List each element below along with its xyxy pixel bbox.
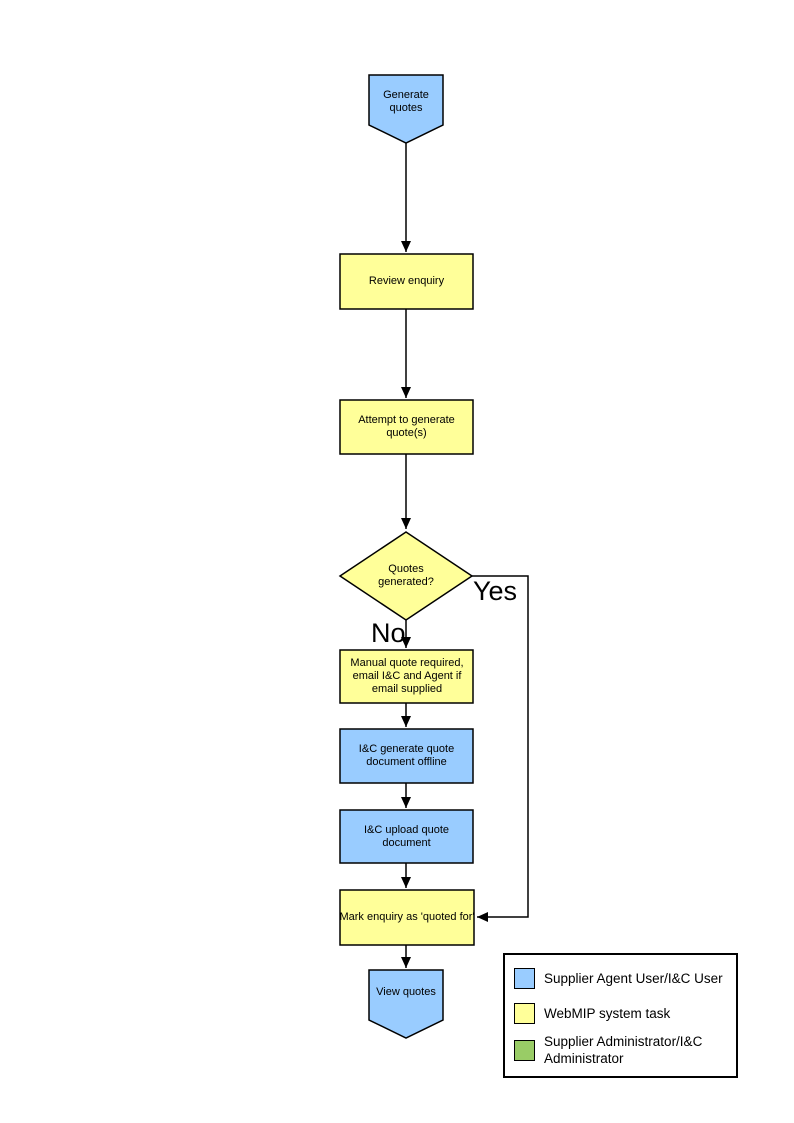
review-enquiry-node — [339, 253, 474, 310]
generate-offline-label: I&C generate quote document offline — [358, 743, 455, 768]
legend-label-system-task: WebMIP system task — [544, 1006, 671, 1021]
legend-item-system-task: WebMIP system task — [514, 1003, 729, 1024]
attempt-generate-label: Attempt to generate quote(s) — [358, 414, 455, 439]
manual-quote-node — [339, 649, 474, 704]
no-branch-label: No — [371, 618, 406, 648]
quotes-generated-label: Quotes generated? — [378, 563, 434, 588]
legend-item-administrator: Supplier Administrator/I&C Administrator — [514, 1033, 729, 1067]
start-node — [368, 74, 444, 144]
edge-decision-mark-yes — [470, 575, 529, 922]
legend-box: Supplier Agent User/I&C User WebMIP syst… — [503, 953, 738, 1078]
legend-swatch-blue — [514, 968, 535, 989]
end-node — [368, 969, 444, 1039]
legend-label-agent-user: Supplier Agent User/I&C User — [544, 971, 723, 986]
upload-document-label: I&C upload quote document — [363, 823, 449, 849]
mark-enquiry-node — [339, 889, 475, 946]
upload-document-node — [339, 809, 474, 864]
start-node-label: Generate quotes — [383, 89, 429, 114]
review-enquiry-label: Review enquiry — [368, 275, 445, 287]
legend-label-administrator: Supplier Administrator/I&C Administrator — [544, 1034, 703, 1066]
legend-item-agent-user: Supplier Agent User/I&C User — [514, 968, 729, 989]
quotes-generated-decision-node — [338, 531, 474, 621]
end-node-label: View quotes — [376, 985, 436, 998]
mark-enquiry-label: Mark enquiry as 'quoted for' — [339, 911, 475, 923]
legend-swatch-yellow — [514, 1003, 535, 1024]
yes-branch-label: Yes — [473, 576, 518, 606]
generate-offline-node — [339, 728, 474, 784]
attempt-generate-node — [339, 399, 474, 455]
legend-swatch-green — [514, 1039, 535, 1061]
manual-quote-label: Manual quote required, email I&C and Age… — [350, 657, 464, 695]
